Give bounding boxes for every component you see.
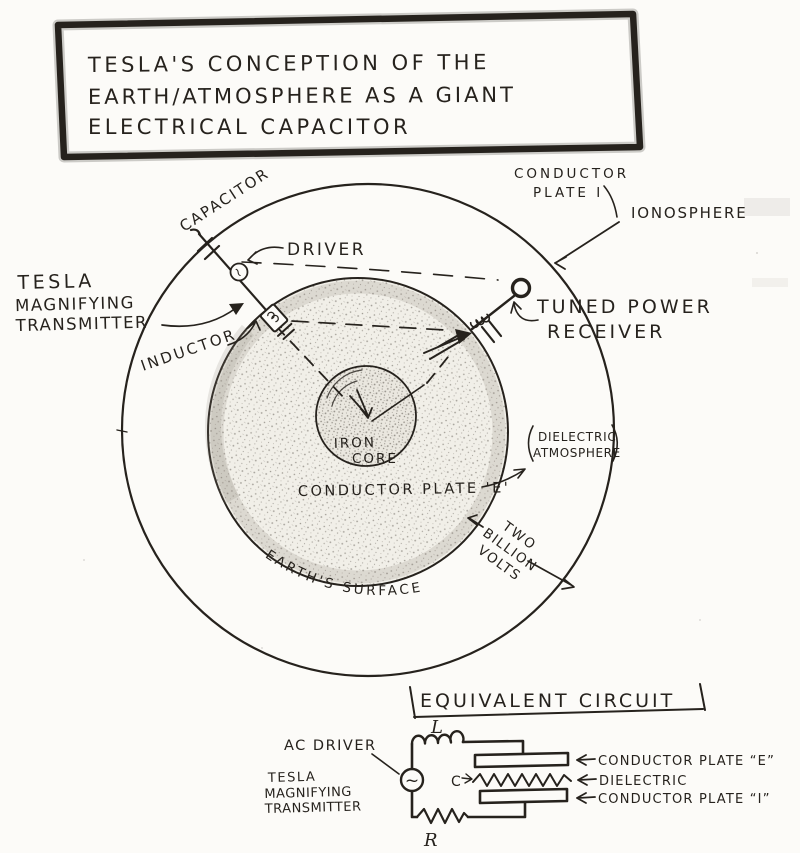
iron-core-line2: CORE bbox=[352, 451, 398, 467]
inductance-label: L bbox=[430, 717, 443, 738]
arrow-to-earth-edge bbox=[481, 468, 526, 488]
capacitor-label: CAPACITOR bbox=[176, 164, 272, 235]
receiver-fan-arrowhead bbox=[455, 329, 472, 344]
dashed-driver-to-receiver bbox=[241, 261, 499, 281]
title-line-3: ELECTRICAL CAPACITOR bbox=[88, 115, 411, 139]
circuit-plate-i-label: CONDUCTOR PLATE “I” bbox=[598, 792, 771, 807]
tuned-receiver-assembly bbox=[469, 277, 532, 344]
dashed-core-to-receiver bbox=[426, 351, 453, 384]
core-to-receiver-line bbox=[371, 384, 425, 422]
resistance-label: R bbox=[423, 830, 438, 851]
arrow-to-inductor bbox=[227, 320, 261, 346]
tesla-label-line3: TRANSMITTER bbox=[14, 313, 148, 335]
dielectric-zigzag bbox=[472, 773, 572, 787]
inductor-box-icon bbox=[259, 303, 295, 341]
ac-driver-label: AC DRIVER bbox=[284, 738, 377, 754]
arrow-to-receiver bbox=[510, 301, 539, 322]
circuit-dielectric-label: DIELECTRIC bbox=[599, 774, 687, 789]
ac-source-icon bbox=[399, 767, 425, 793]
receiver-ground-ticks-icon bbox=[480, 319, 503, 344]
circuit-bottom-wire-right bbox=[466, 801, 527, 819]
arrow-to-transmitter-head bbox=[229, 303, 244, 315]
ac-driver-pointer bbox=[371, 753, 400, 775]
dielectric-line1: DIELECTRIC bbox=[538, 430, 617, 444]
plate-i-line2: PLATE I bbox=[533, 185, 603, 201]
plate-i-bracket bbox=[603, 185, 618, 218]
circuit-top-wire bbox=[461, 739, 525, 755]
arrow-plate-i bbox=[576, 792, 596, 804]
earth-shading-band bbox=[205, 324, 255, 504]
dielectric-line2: ATMOSPHERE bbox=[533, 446, 621, 460]
circuit-tesla-line3: TRANSMITTER bbox=[264, 800, 362, 818]
ionosphere-label: IONOSPHERE bbox=[631, 204, 747, 222]
iron-core-line1: IRON bbox=[334, 435, 377, 452]
tuned-receiver-label: TUNED POWER RECEIVER bbox=[536, 296, 713, 343]
resistor-icon bbox=[415, 807, 470, 825]
inductor-coil-icon bbox=[410, 729, 465, 746]
conductor-plate-e-label: CONDUCTOR PLATE 'E' bbox=[298, 480, 511, 500]
dielectric-label: DIELECTRIC ATMOSPHERE bbox=[527, 424, 621, 462]
title-box: TESLA'S CONCEPTION OF THE EARTH/ATMOSPHE… bbox=[52, 8, 646, 163]
dielectric-brace-right bbox=[611, 424, 619, 462]
capacitor-ticks-icon bbox=[189, 228, 221, 261]
two-billion-volts-label: TWO BILLION VOLTS bbox=[474, 518, 540, 585]
capacitance-arrow bbox=[461, 773, 473, 784]
volts-arrow-to-surface bbox=[467, 514, 484, 528]
receiver-coil-icon bbox=[469, 313, 491, 329]
driver-source-icon bbox=[229, 262, 249, 282]
tesla-label-line1: TESLA bbox=[16, 270, 95, 294]
earth-rim-shading bbox=[210, 280, 506, 584]
circuit-plate-e-label: CONDUCTOR PLATE “E” bbox=[598, 754, 775, 769]
arrow-to-transmitter bbox=[161, 307, 237, 328]
circuit-tesla-line1: TESLA bbox=[267, 770, 317, 786]
arrow-to-driver bbox=[247, 246, 284, 265]
tesla-label-line2: MAGNIFYING bbox=[15, 293, 135, 315]
plate-e-shape bbox=[473, 751, 570, 769]
equivalent-circuit: EQUIVALENT CIRCUIT ~ L C R AC DRIVER TES… bbox=[264, 683, 775, 851]
equivalent-circuit-title: EQUIVALENT CIRCUIT bbox=[420, 690, 675, 712]
volts-arrow-to-ionosphere bbox=[527, 560, 575, 590]
dashed-transmitter-to-core bbox=[275, 325, 347, 401]
title-line-2: EARTH/ATMOSPHERE AS A GIANT bbox=[88, 83, 516, 109]
receiver-ball-icon bbox=[510, 277, 532, 299]
arrow-to-ionosphere bbox=[554, 221, 620, 270]
circuit-tesla-label: TESLA MAGNIFYING TRANSMITTER bbox=[264, 770, 362, 818]
tesla-transmitter-assembly: ~ bbox=[189, 228, 295, 341]
capacitance-label: C bbox=[451, 774, 461, 790]
circuit-bottom-wire bbox=[410, 788, 419, 819]
circle-tick-mark bbox=[116, 425, 128, 436]
iron-core-inner-arcs bbox=[326, 369, 363, 407]
ac-source-symbol: ~ bbox=[405, 771, 419, 791]
arrow-dielectric bbox=[577, 774, 597, 786]
tesla-transmitter-label: TESLA MAGNIFYING TRANSMITTER bbox=[14, 270, 148, 335]
receiver-label-line2: RECEIVER bbox=[547, 321, 665, 343]
iron-core-label: IRON CORE bbox=[334, 435, 398, 467]
equivalent-circuit-underline bbox=[409, 683, 706, 719]
title-line-1: TESLA'S CONCEPTION OF THE bbox=[87, 50, 490, 77]
dielectric-brace-left bbox=[527, 425, 534, 462]
receiver-label-line1: TUNED POWER bbox=[536, 296, 713, 318]
plate-i-shape bbox=[478, 787, 569, 805]
arrow-plate-e bbox=[576, 754, 596, 766]
earth-atmosphere-view: ~ CAPACITOR DRIVER TESLA MAGNIFYING TRAN… bbox=[14, 164, 747, 678]
core-arrow bbox=[349, 389, 373, 419]
paper-dust-specks bbox=[83, 198, 790, 649]
circuit-tesla-line2: MAGNIFYING bbox=[264, 785, 352, 802]
conductor-plate-i-label: CONDUCTOR PLATE I bbox=[514, 166, 629, 201]
driver-label: DRIVER bbox=[287, 240, 366, 260]
plate-i-line1: CONDUCTOR bbox=[514, 166, 629, 182]
